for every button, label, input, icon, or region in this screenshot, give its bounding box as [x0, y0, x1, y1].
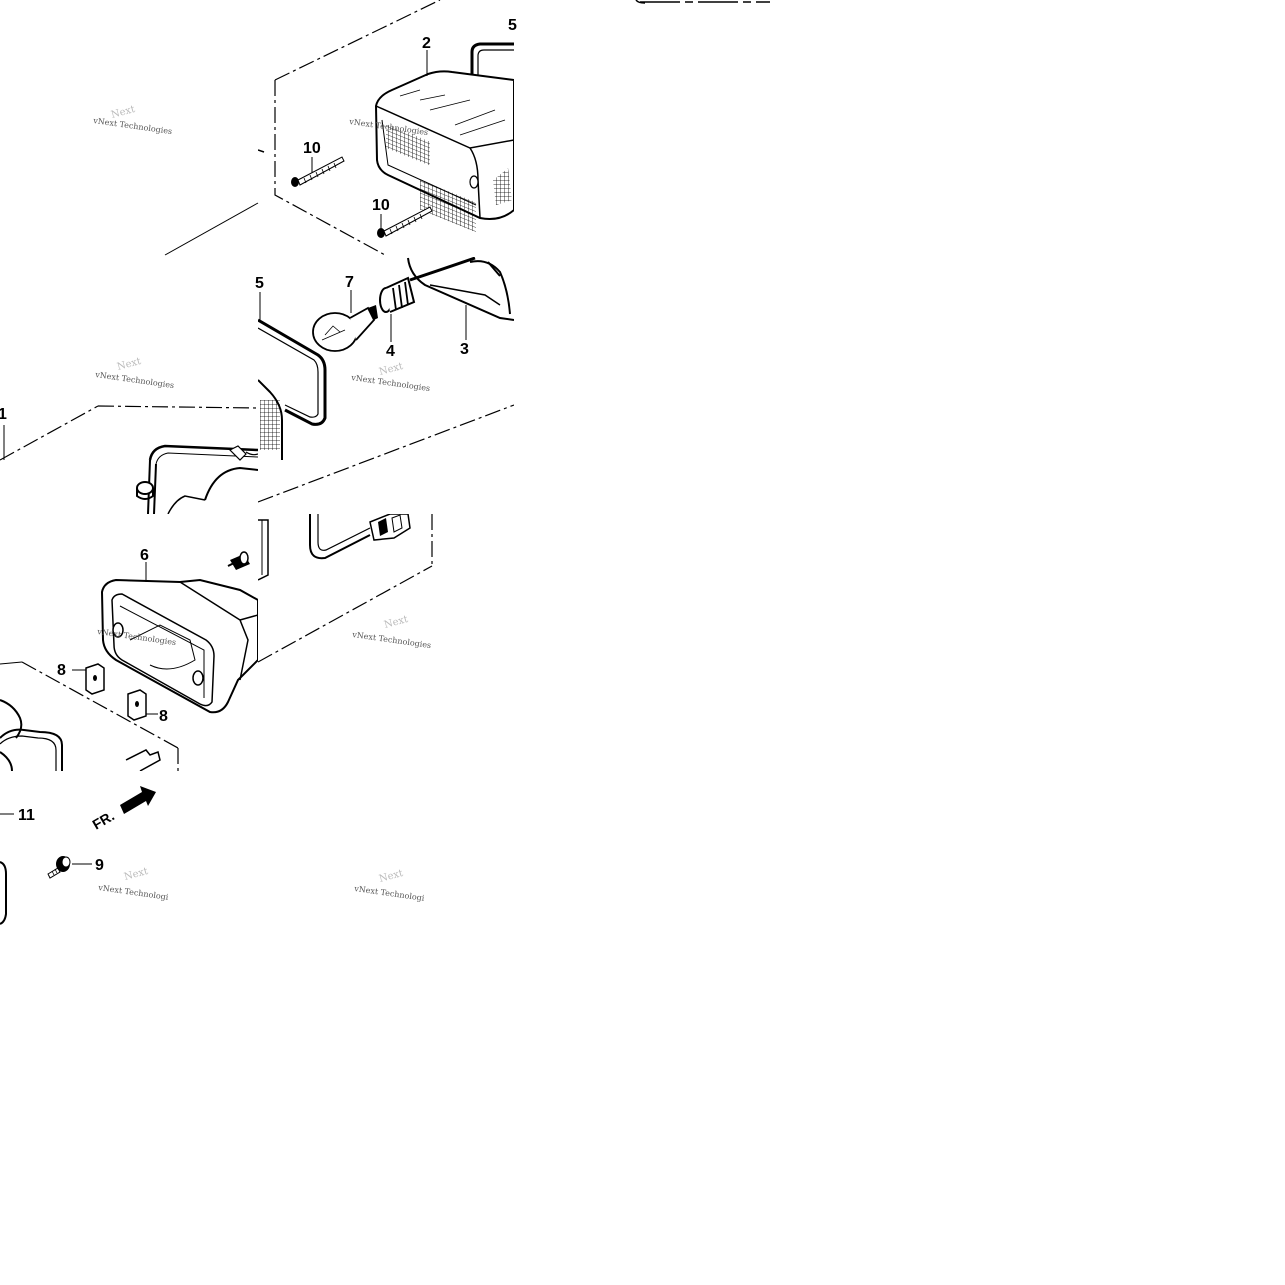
callout-10-lower: 10 [372, 197, 390, 214]
screw-part-10-lower [377, 206, 433, 238]
callout-5-mid: 5 [255, 275, 264, 292]
callout-8-right: 8 [159, 708, 168, 725]
clip-part-8-left [72, 663, 105, 695]
gasket-part-5 [258, 292, 327, 426]
tile-mid-left [0, 405, 258, 514]
tile-top-right [635, 0, 770, 4]
callout-3: 3 [460, 341, 469, 358]
tile-top-left [164, 202, 259, 256]
callout-6: 6 [140, 547, 149, 564]
callout-4: 4 [386, 343, 395, 360]
clip-part-8-right [127, 689, 158, 721]
tile-bottom-left [0, 786, 156, 925]
tile-mid-center [258, 257, 514, 503]
tile-low-center [258, 514, 433, 663]
callout-11: 11 [18, 807, 35, 824]
bolt-upper [227, 551, 250, 570]
callout-8-left: 8 [57, 662, 66, 679]
base-part-3 [407, 257, 514, 340]
tile-top-center [258, 0, 514, 256]
bolt-part-9 [47, 856, 92, 879]
lens-part-2 [374, 70, 514, 233]
callout-10-upper: 10 [303, 140, 321, 157]
callout-1: 1 [0, 406, 7, 423]
callout-2: 2 [422, 35, 431, 52]
wire-harness [309, 514, 411, 560]
screw-part-10-upper [291, 156, 345, 187]
tile-low-left [0, 551, 258, 771]
bulb-part-7 [312, 290, 378, 352]
callout-5-top: 5 [508, 17, 517, 34]
front-direction-arrow [120, 786, 156, 814]
callout-9: 9 [95, 857, 104, 874]
callout-7: 7 [345, 274, 354, 291]
rim-part-6 [100, 562, 258, 714]
